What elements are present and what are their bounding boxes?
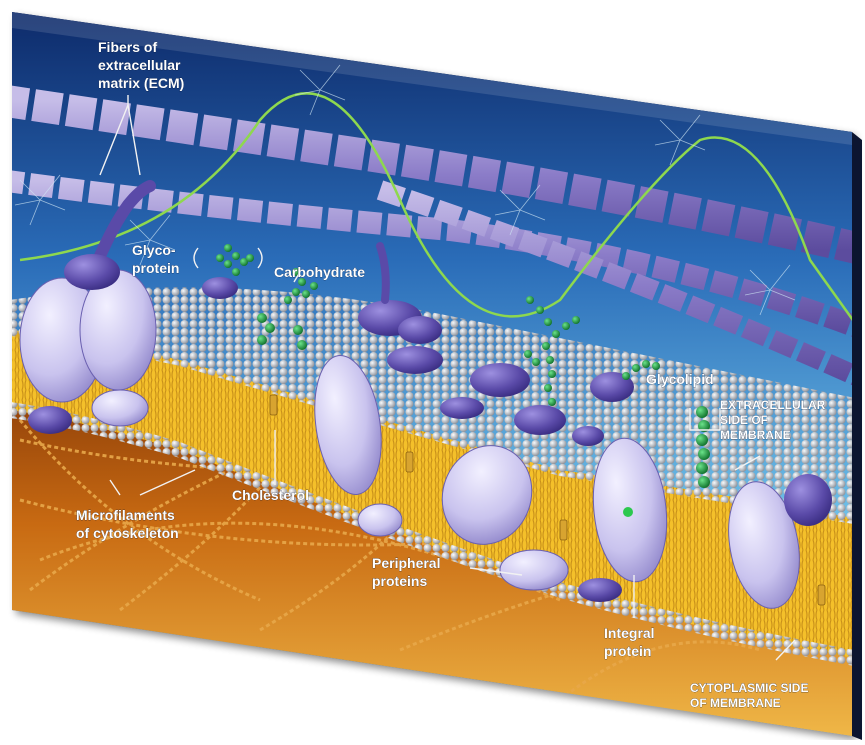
label-glycolipid: Glycolipid [646, 371, 714, 387]
panel-edge [852, 132, 862, 740]
label-cholesterol: Cholesterol [232, 487, 309, 503]
label-carbohydrate: Carbohydrate [274, 264, 365, 280]
